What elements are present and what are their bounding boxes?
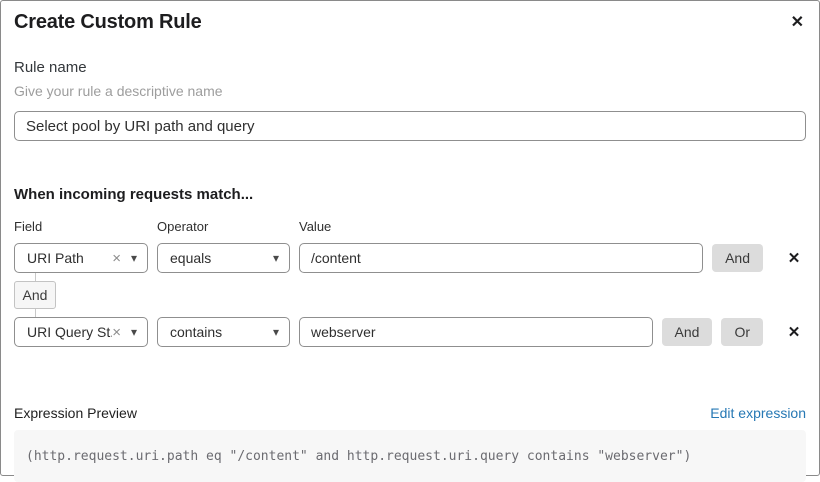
chevron-down-icon: ▾ <box>272 325 279 339</box>
delete-row-icon[interactable]: ✕ <box>782 321 806 344</box>
expression-code: (http.request.uri.path eq "/content" and… <box>14 430 806 482</box>
edit-expression-link[interactable]: Edit expression <box>710 405 806 421</box>
create-custom-rule-modal: Create Custom Rule ✕ Rule name Give your… <box>1 11 819 482</box>
match-row: URI Path × ▾ equals ▾ And ✕ <box>14 243 806 273</box>
field-select[interactable]: URI Path × ▾ <box>14 243 148 273</box>
delete-row-icon[interactable]: ✕ <box>782 247 806 270</box>
modal-header: Create Custom Rule ✕ <box>14 11 806 35</box>
rule-name-label: Rule name <box>14 59 87 76</box>
clear-selection-icon[interactable]: × <box>112 323 121 341</box>
field-select[interactable]: URI Query St... × ▾ <box>14 317 148 347</box>
expression-preview-header: Expression Preview Edit expression <box>14 405 806 421</box>
rule-name-helper: Give your rule a descriptive name <box>14 83 223 99</box>
field-select-value: URI Query St... <box>27 324 112 340</box>
and-connector-badge[interactable]: And <box>14 281 56 309</box>
rule-name-input[interactable] <box>14 111 806 141</box>
field-column-label: Field <box>14 219 43 234</box>
operator-column-label: Operator <box>157 219 209 234</box>
chevron-down-icon: ▾ <box>130 325 137 339</box>
expression-preview-label: Expression Preview <box>14 405 137 421</box>
field-select-value: URI Path <box>27 250 84 266</box>
add-and-condition-button[interactable]: And <box>661 318 713 346</box>
connector-line <box>35 309 36 317</box>
operator-select-value: contains <box>170 324 223 340</box>
match-heading: When incoming requests match... <box>14 186 254 203</box>
close-icon[interactable]: ✕ <box>789 11 806 35</box>
connector-line <box>35 273 36 281</box>
value-column-label: Value <box>299 219 332 234</box>
clear-selection-icon[interactable]: × <box>112 249 121 267</box>
match-row: URI Query St... × ▾ contains ▾ And Or ✕ <box>14 317 806 347</box>
operator-select[interactable]: equals ▾ <box>157 243 290 273</box>
chevron-down-icon: ▾ <box>272 251 279 265</box>
and-connector: And <box>14 273 56 317</box>
add-and-condition-button[interactable]: And <box>712 244 763 272</box>
operator-select[interactable]: contains ▾ <box>157 317 290 347</box>
value-input[interactable] <box>299 243 704 273</box>
modal-title: Create Custom Rule <box>14 11 202 33</box>
chevron-down-icon: ▾ <box>130 251 137 265</box>
column-labels: Field Operator Value <box>14 219 806 234</box>
value-input[interactable] <box>299 317 653 347</box>
operator-select-value: equals <box>170 250 212 266</box>
add-or-condition-button[interactable]: Or <box>721 318 763 346</box>
